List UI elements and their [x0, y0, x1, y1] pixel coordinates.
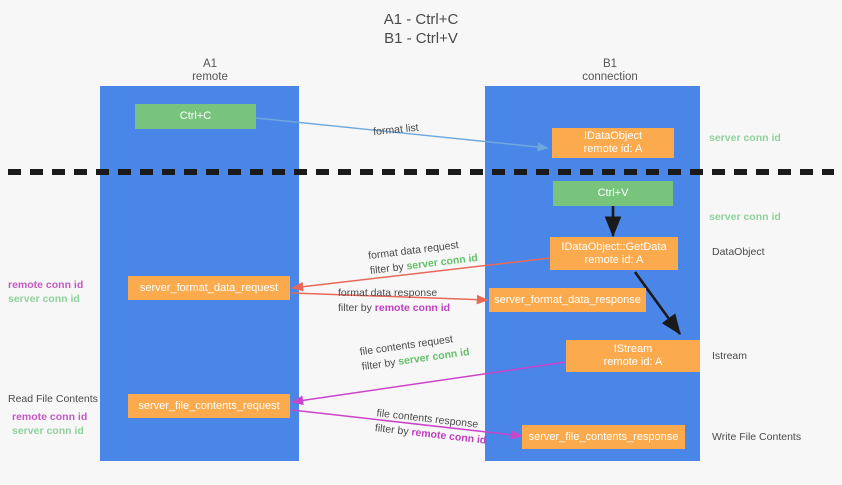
node-getdata-line1: IDataObject::GetData	[561, 240, 667, 253]
annotation-server-conn-id-2: server conn id	[12, 425, 84, 437]
node-server-format-data-response[interactable]: server_format_data_response	[489, 288, 646, 312]
node-istream-line1: IStream	[613, 343, 653, 355]
node-ctrl-v-label: Ctrl+V	[597, 187, 629, 199]
annotation-write-file-contents-text: Write File Contents	[712, 431, 802, 443]
edge-label-format-list: format list	[373, 121, 420, 140]
filter-prefix: filter by	[369, 260, 408, 278]
edge-label-format-data-request: format data request filter by server con…	[367, 236, 478, 279]
node-server-file-contents-response[interactable]: server_file_contents_response	[522, 425, 685, 449]
annotation-istream-text: Istream	[712, 350, 748, 362]
column-a1-sub: remote	[192, 71, 228, 83]
annotation-dataobject: DataObject	[712, 246, 765, 258]
filter-value-remote-conn-id: remote conn id	[374, 302, 451, 314]
title-line-2: B1 - Ctrl+V	[384, 30, 458, 47]
annotation-istream: Istream	[712, 350, 747, 362]
annotation-conn-id-stack-1: remote conn id server conn id	[8, 278, 83, 306]
column-b1-sub: connection	[582, 71, 638, 83]
page-title: A1 - Ctrl+C B1 - Ctrl+V	[0, 10, 842, 48]
edge-label-format-list-text: format list	[372, 121, 420, 139]
filter-prefix: filter by	[338, 302, 375, 314]
edge-format-data-response-title: format data response	[338, 287, 438, 299]
filter-prefix: filter by	[374, 422, 413, 439]
node-idataobject[interactable]: IDataObject remote id: A	[552, 128, 674, 158]
annotation-server-conn-id-mid-text: server conn id	[709, 211, 781, 223]
node-server-file-contents-request[interactable]: server_file_contents_request	[128, 394, 290, 418]
node-getdata-line2: remote id: A	[584, 253, 644, 266]
annotation-server-conn-id-top-text: server conn id	[709, 132, 781, 144]
filter-prefix: filter by	[361, 356, 400, 374]
node-idataobject-line1: IDataObject	[583, 130, 643, 142]
node-server-file-contents-request-label: server_file_contents_request	[138, 399, 280, 412]
edge-label-file-contents-request: file contents request filter by server c…	[359, 330, 471, 375]
column-header-a1: A1 remote	[120, 58, 300, 84]
annotation-dataobject-text: DataObject	[712, 246, 765, 258]
node-istream[interactable]: IStream remote id: A	[566, 340, 700, 372]
annotation-conn-id-stack-2: remote conn id server conn id	[12, 410, 87, 438]
edge-label-format-data-response: format data response filter by remote co…	[338, 286, 450, 316]
node-server-format-data-response-label: server_format_data_response	[494, 293, 641, 306]
node-idataobject-line2: remote id: A	[583, 143, 643, 155]
column-b1-name: B1	[602, 58, 618, 70]
edge-label-file-contents-response: file contents response filter by remote …	[374, 406, 489, 448]
annotation-server-conn-id-mid: server conn id	[709, 211, 781, 223]
node-server-file-contents-response-label: server_file_contents_response	[528, 430, 679, 443]
node-idataobject-getdata[interactable]: IDataObject::GetData remote id: A	[550, 237, 678, 270]
annotation-remote-conn-id-1: remote conn id	[8, 279, 84, 291]
node-ctrl-c[interactable]: Ctrl+C	[135, 104, 256, 129]
node-ctrl-c-label: Ctrl+C	[179, 110, 212, 122]
column-a1-name: A1	[202, 58, 218, 70]
annotation-server-conn-id-1: server conn id	[8, 293, 80, 305]
annotation-remote-conn-id-2: remote conn id	[12, 411, 88, 423]
node-ctrl-v[interactable]: Ctrl+V	[553, 181, 673, 206]
annotation-read-file-contents-text: Read File Contents	[8, 393, 98, 405]
node-server-format-data-request[interactable]: server_format_data_request	[128, 276, 290, 300]
annotation-write-file-contents: Write File Contents	[712, 431, 801, 443]
node-istream-line2: remote id: A	[603, 356, 663, 368]
annotation-server-conn-id-top: server conn id	[709, 132, 781, 144]
node-server-format-data-request-label: server_format_data_request	[139, 281, 279, 294]
title-line-1: A1 - Ctrl+C	[383, 11, 459, 28]
annotation-read-file-contents: Read File Contents	[8, 393, 98, 405]
edge-format-data-response-filter: filter by remote conn id	[338, 301, 450, 316]
column-header-b1: B1 connection	[520, 58, 700, 84]
